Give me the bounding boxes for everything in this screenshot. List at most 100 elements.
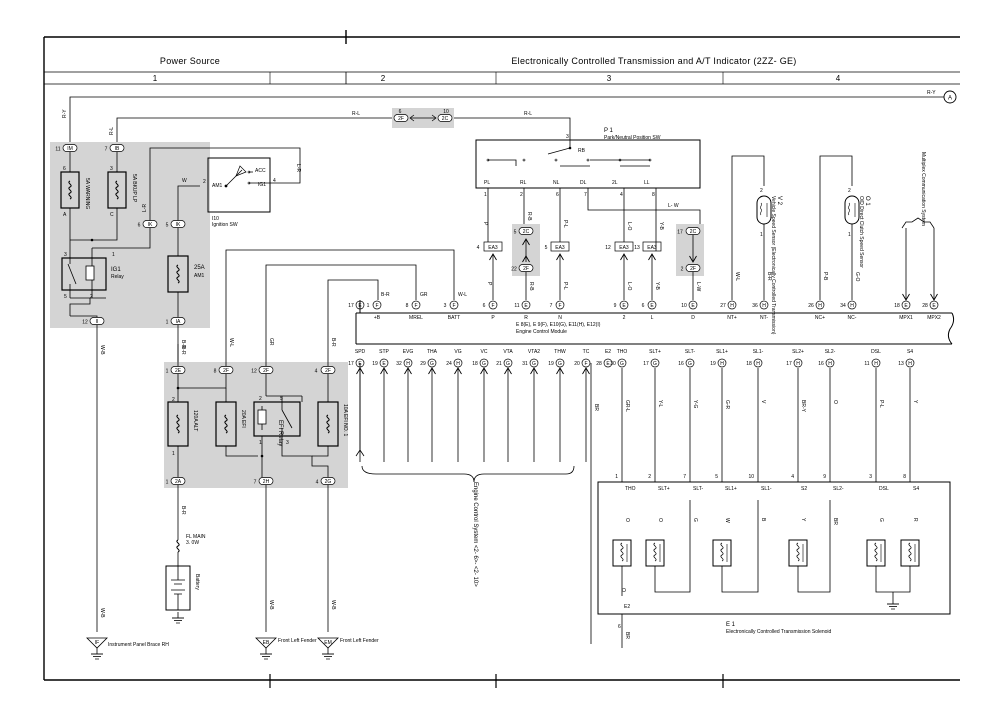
svg-text:7: 7 [550, 303, 553, 309]
svg-text:G: G [558, 361, 562, 367]
svg-text:F: F [584, 361, 587, 367]
ecm-terminal-label: SL1+ [716, 349, 728, 355]
svg-text:NL: NL [553, 180, 560, 186]
svg-text:20A EFI: 20A EFI [240, 410, 246, 428]
ecm-terminal-label: NC+ [815, 315, 825, 321]
svg-text:8: 8 [652, 192, 655, 198]
svg-text:E: E [691, 303, 695, 309]
svg-text:L-R: L-R [295, 164, 301, 172]
svg-text:Park/Neutral Position SW: Park/Neutral Position SW [604, 135, 661, 141]
ecm-terminal-label: VC [481, 349, 488, 355]
column-4: 4 [836, 74, 841, 83]
svg-text:G: G [653, 361, 657, 367]
svg-text:P-L: P-L [562, 220, 568, 228]
svg-text:9: 9 [823, 474, 826, 480]
solenoid-coil [866, 539, 886, 584]
svg-text:Y: Y [800, 518, 806, 522]
transmission-solenoid: E 1 Electronically Controlled Transmissi… [597, 481, 951, 648]
svg-text:11: 11 [864, 361, 869, 367]
svg-text:DL: DL [580, 180, 587, 186]
svg-text:36: 36 [752, 303, 758, 309]
svg-text:1: 1 [166, 480, 169, 486]
svg-text:1: 1 [166, 369, 169, 375]
svg-text:21: 21 [496, 361, 502, 367]
svg-text:3: 3 [286, 440, 289, 446]
svg-text:1: 1 [172, 451, 175, 457]
svg-text:E: E [932, 303, 936, 309]
ecm-terminal-label: VG [454, 349, 461, 355]
svg-text:H: H [874, 361, 878, 367]
svg-text:10A EFI NO. 1: 10A EFI NO. 1 [342, 404, 348, 436]
svg-text:2: 2 [848, 188, 851, 194]
svg-text:3: 3 [64, 252, 67, 258]
column-2: 2 [381, 74, 386, 83]
fuse-block-2: 1 2E 8 2F 12 2F 4 2F 2 120A ALT 1 20A EF… [164, 362, 348, 488]
solenoid-coil [900, 539, 920, 584]
svg-text:1: 1 [615, 474, 618, 480]
svg-text:12: 12 [605, 245, 611, 251]
ecm-wire-label: B-R [381, 292, 390, 298]
svg-text:4: 4 [477, 245, 480, 251]
svg-text:4: 4 [316, 480, 319, 486]
svg-text:16: 16 [818, 361, 824, 367]
svg-text:3: 3 [566, 134, 569, 140]
svg-text:W: W [724, 518, 730, 523]
svg-text:Vehicle Speed Sensor (Electron: Vehicle Speed Sensor (Electronically Con… [770, 196, 776, 335]
svg-text:12: 12 [82, 320, 88, 326]
ecm-terminal-label: P [491, 315, 495, 321]
svg-text:O: O [620, 588, 626, 592]
svg-text:31: 31 [522, 361, 528, 367]
svg-text:26: 26 [808, 303, 814, 309]
svg-text:LL: LL [644, 180, 650, 186]
svg-text:2G: 2G [325, 479, 332, 485]
svg-text:A: A [63, 212, 67, 218]
svg-text:L- W: L- W [668, 203, 679, 209]
svg-text:G: G [620, 361, 624, 367]
wire-color-label: GR-L [624, 400, 630, 412]
svg-text:EA3: EA3 [555, 245, 565, 251]
svg-text:IB: IB [115, 146, 120, 152]
ecm-terminal-label: L [651, 315, 654, 321]
svg-text:E 8(E), E 9(F), E10(G), E11(H): E 8(E), E 9(F), E10(G), E11(H), E12(I) [516, 322, 601, 328]
solenoid-coil [788, 500, 831, 593]
ecm-terminal-label: NT- [760, 315, 768, 321]
svg-text:Engine Control Module: Engine Control Module [516, 329, 567, 335]
svg-text:F: F [375, 303, 378, 309]
svg-text:IM: IM [67, 146, 73, 152]
wire-color-label: V [760, 400, 766, 404]
svg-text:IG1: IG1 [111, 267, 121, 273]
svg-text:O 1: O 1 [864, 196, 870, 206]
svg-text:G-O: G-O [854, 272, 860, 282]
svg-text:2: 2 [203, 179, 206, 185]
svg-text:6: 6 [556, 192, 559, 198]
svg-text:IK: IK [148, 222, 153, 228]
junction-2f-2c: 6 10 2F 2C R-L R-L [116, 108, 571, 148]
ecm-pin-slt-: 17 G [643, 358, 660, 368]
svg-text:3: 3 [869, 474, 872, 480]
e2-wire: BR [590, 363, 599, 644]
ecm-terminal-label: SL2- [825, 349, 836, 355]
ecm-wire-label: GR [420, 292, 428, 298]
svg-text:Front Left Fender: Front Left Fender [278, 638, 317, 644]
svg-text:17: 17 [643, 361, 649, 367]
offpage-connector-a: A R-Y [69, 90, 957, 148]
svg-text:IA: IA [176, 319, 181, 325]
svg-text:1: 1 [367, 303, 370, 309]
svg-text:2F: 2F [690, 266, 696, 272]
svg-text:EA3: EA3 [488, 245, 498, 251]
svg-text:W-B: W-B [99, 608, 105, 618]
solenoid-coil [712, 500, 759, 593]
